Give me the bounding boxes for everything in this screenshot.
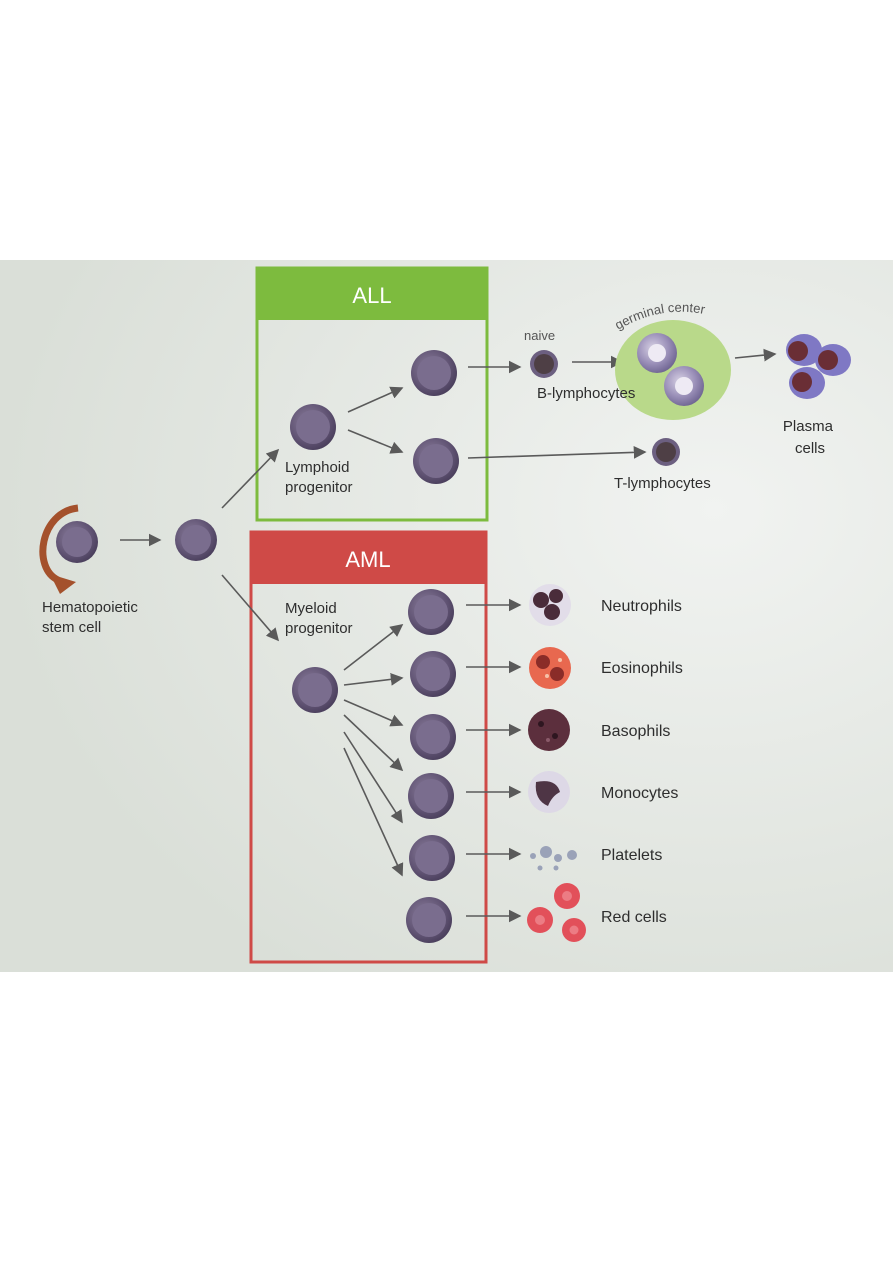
plasma-cells-label: Plasma cells [783, 418, 837, 457]
eosinophil-icon [529, 647, 571, 689]
naive-b-cell [530, 350, 558, 378]
germinal-center [615, 320, 731, 420]
aml-box-title: AML [345, 547, 390, 572]
b-lineage-blast [411, 350, 457, 396]
b-lymphocytes-label: B-lymphocytes [537, 385, 635, 402]
lymphoid-progenitor-label: Lymphoid progenitor [285, 459, 354, 496]
platelets-label: Platelets [601, 847, 662, 864]
monocyte-icon [528, 771, 570, 813]
monocytes-label: Monocytes [601, 785, 678, 802]
all-box: ALL [255, 266, 489, 522]
aml-box: AML [249, 530, 488, 964]
eosinophils-label: Eosinophils [601, 660, 683, 677]
stem-cell-label: Hematopoietic stem cell [42, 599, 142, 636]
red-cell-icon [527, 883, 586, 942]
neutrophils-label: Neutrophils [601, 598, 682, 615]
platelet-icon [530, 846, 577, 871]
basophils-label: Basophils [601, 723, 670, 740]
myeloid-output-labels: Neutrophils Eosinophils Basophils Monocy… [601, 598, 683, 926]
t-lymphocytes-label: T-lymphocytes [614, 475, 711, 492]
lymphoid-progenitor-cell [290, 404, 336, 450]
myeloid-progenitor-label: Myeloid progenitor [285, 600, 353, 637]
plasma-cells [786, 334, 851, 399]
basophil-icon [528, 709, 570, 751]
myeloid-blast-column [406, 589, 456, 943]
t-lineage-blast [413, 438, 459, 484]
t-lymphocyte-cell [652, 438, 680, 466]
aml-box-header [251, 532, 486, 584]
myeloid-progenitor-cell [292, 667, 338, 713]
neutrophil-icon [529, 584, 571, 626]
multipotent-progenitor-cell [175, 519, 217, 561]
stem-cell [39, 504, 98, 594]
all-box-title: ALL [352, 283, 391, 308]
red-cells-label: Red cells [601, 909, 667, 926]
all-box-header [257, 268, 487, 320]
lineage-arrows [120, 348, 777, 923]
naive-label: naive [524, 328, 555, 343]
